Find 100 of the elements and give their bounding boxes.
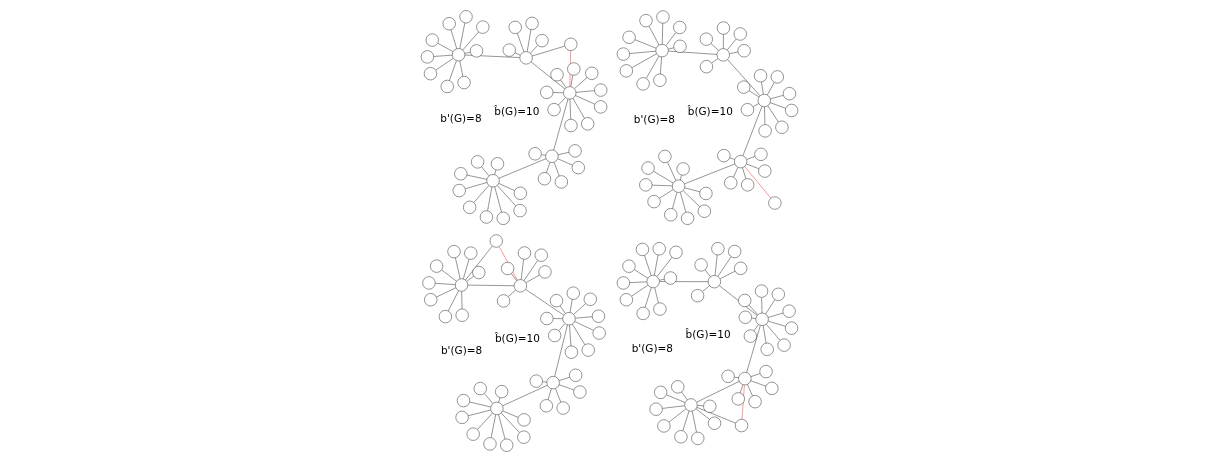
label: b̂(G)=10 [493,104,539,117]
node-circle [784,321,798,335]
node-circle [656,419,670,433]
node-circle [699,60,713,74]
node-circle [740,103,754,117]
node-circle [753,147,767,161]
node-circle [438,310,452,324]
node-circle [734,419,748,433]
node-circle [616,276,630,290]
node-circle [489,401,503,415]
node-circle [737,372,751,386]
node-circle [663,208,677,222]
node-circle [697,204,711,218]
node-circle [494,385,508,399]
node-circle [486,174,499,188]
node-circle [690,431,704,445]
node-circle [564,345,578,359]
node-circle [754,284,768,298]
node-circle [737,44,751,58]
node-circle [513,279,527,293]
node-circle [529,374,543,388]
node-circle [690,289,704,303]
node-circle [671,179,685,193]
node-circle [534,248,548,262]
node-circle [571,161,585,175]
node-circle [554,175,568,189]
node-circle [767,196,781,210]
node-circle [502,43,516,57]
node-circle [469,44,483,58]
node-circle [539,312,553,325]
node-circle [764,381,778,395]
node-circle [748,395,762,409]
node-circle [655,44,669,58]
node-circle [566,286,580,300]
node-circle [757,94,771,107]
node-circle [429,259,443,273]
node-circle [499,438,513,452]
node-circle [639,14,652,28]
node-circle [622,30,636,44]
node-circle [755,312,769,326]
label: b'(G)=8 [631,342,673,355]
node-circle [743,329,757,343]
node-circle [466,427,480,441]
node-circle [496,211,510,225]
node-circle [710,242,724,256]
node-circle [636,306,650,320]
node-circle [672,20,686,34]
node-circle [489,234,503,248]
label: b'(G)=8 [439,111,482,124]
node-circle [556,401,570,415]
node-circle [653,385,667,399]
node-circle [619,293,633,307]
node-circle [447,245,460,259]
node-circle [482,437,496,451]
node-circle [490,157,504,171]
node-circle [539,85,553,99]
node-circle [684,398,697,412]
node-circle [702,399,716,413]
node-circle [657,149,671,163]
node-circle [738,310,752,324]
node-circle [463,246,477,260]
node-circle [508,20,522,34]
node-circle [547,329,561,342]
node-circle [581,343,595,357]
node-circle [580,117,594,131]
node-circle [462,200,476,214]
node-circle [670,380,684,394]
node-circle [641,161,655,175]
node-circle [698,187,712,200]
node-circle [646,275,660,289]
node-circle [652,302,666,316]
node-circle [723,176,737,190]
node-circle [727,245,741,258]
node-circle [774,120,788,134]
node-circle [663,271,677,285]
node-circle [731,392,745,406]
node-circle [721,369,735,383]
node-circle [782,87,796,101]
node-circle [716,149,730,163]
node-circle [519,51,533,65]
node-circle [453,167,467,181]
node-circle [549,294,563,308]
node-circle [616,47,630,61]
node-circle [563,119,577,133]
node-circle [759,365,773,379]
node-circle [638,178,652,192]
node-circle [635,242,649,256]
node-circle [440,79,454,93]
node-circle [516,430,530,444]
node-circle [423,293,437,307]
node-circle [707,416,721,430]
node-circle [740,178,754,192]
node-circle [513,186,527,200]
node-circle [539,399,553,413]
node-circle [757,164,771,178]
node-circle [733,27,747,41]
node-circle [496,294,510,308]
node-circle [420,50,434,64]
node-circle [707,275,721,289]
node-circle [655,10,669,24]
